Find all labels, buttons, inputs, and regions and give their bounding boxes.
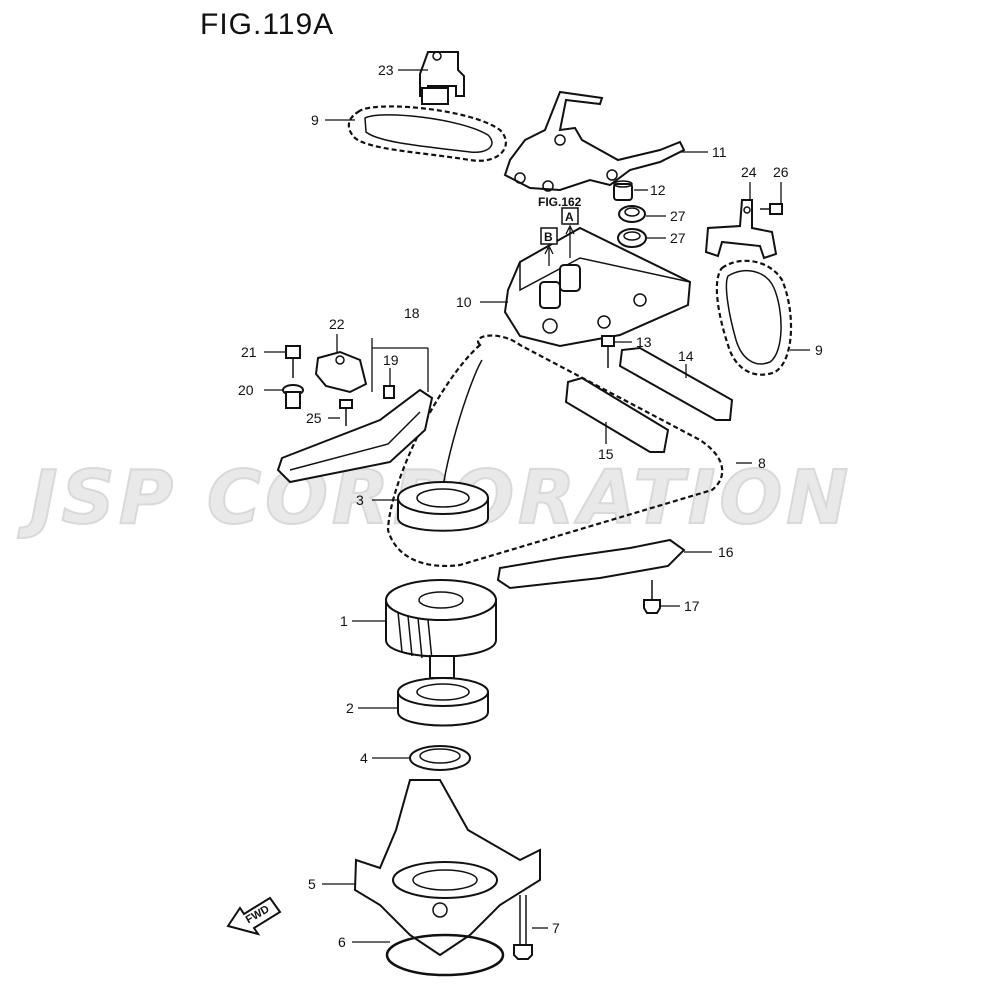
callout-19: 19 bbox=[383, 352, 399, 368]
callout-25: 25 bbox=[306, 410, 322, 426]
part-19-shape bbox=[383, 385, 395, 399]
part-26-shape bbox=[760, 203, 783, 215]
part-3-shape bbox=[397, 481, 489, 532]
callout-9-right: 9 bbox=[815, 342, 823, 358]
callout-8: 8 bbox=[758, 455, 766, 471]
callout-13: 13 bbox=[636, 334, 652, 350]
callout-3: 3 bbox=[356, 492, 364, 508]
callout-26: 26 bbox=[773, 164, 789, 180]
part-23-shape bbox=[419, 51, 465, 105]
callout-15: 15 bbox=[598, 446, 614, 462]
callout-16: 16 bbox=[718, 544, 734, 560]
part-24-shape bbox=[704, 199, 778, 260]
svg-text:A: A bbox=[565, 210, 574, 224]
callout-1: 1 bbox=[340, 613, 348, 629]
callout-18: 18 bbox=[404, 305, 420, 321]
part-14-shape bbox=[618, 346, 734, 421]
callout-6: 6 bbox=[338, 934, 346, 950]
part-12-shape bbox=[613, 180, 633, 201]
part-9-right-shape bbox=[715, 259, 793, 376]
part-10-shape bbox=[503, 226, 692, 348]
fig-ref-label: FIG.162 bbox=[538, 195, 582, 209]
part-27-shapes bbox=[617, 205, 647, 248]
callout-14: 14 bbox=[678, 348, 694, 364]
part-7-shape bbox=[513, 895, 533, 960]
ref-box-a: A bbox=[561, 207, 579, 258]
leader-lines bbox=[264, 69, 810, 943]
callout-27-a: 27 bbox=[670, 208, 686, 224]
svg-text:B: B bbox=[544, 230, 553, 244]
part-20-shape bbox=[282, 384, 304, 409]
part-4-shape bbox=[409, 745, 471, 771]
part-1-shape bbox=[385, 579, 497, 679]
fwd-arrow-icon: FWD bbox=[226, 896, 282, 936]
part-6-shape bbox=[385, 933, 505, 977]
callout-11: 11 bbox=[712, 144, 727, 160]
callout-4: 4 bbox=[360, 750, 368, 766]
part-25-shape bbox=[339, 399, 353, 426]
part-5-shape bbox=[353, 779, 541, 957]
figure-title: FIG.119A bbox=[200, 8, 335, 41]
part-18-shape bbox=[276, 388, 434, 484]
callout-21: 21 bbox=[241, 344, 257, 360]
part-17-shape bbox=[643, 580, 661, 614]
callout-20: 20 bbox=[238, 382, 254, 398]
callout-22: 22 bbox=[329, 316, 345, 332]
part-13-shape bbox=[601, 335, 615, 368]
callout-2: 2 bbox=[346, 700, 354, 716]
part-22-shape bbox=[314, 350, 368, 394]
callout-17: 17 bbox=[684, 598, 700, 614]
callout-27-b: 27 bbox=[670, 230, 686, 246]
callout-12: 12 bbox=[650, 182, 666, 198]
callout-24: 24 bbox=[741, 164, 757, 180]
ref-box-b: B bbox=[540, 227, 558, 266]
callout-23: 23 bbox=[378, 62, 394, 78]
callout-labels: 23 9 11 12 27 27 24 26 9 10 13 14 15 8 1… bbox=[238, 62, 823, 950]
part-16-shape bbox=[496, 538, 686, 590]
callout-10: 10 bbox=[456, 294, 472, 310]
callout-7: 7 bbox=[552, 920, 560, 936]
part-9-top-shape bbox=[347, 105, 507, 162]
part-21-shape bbox=[285, 345, 301, 378]
callout-9-top: 9 bbox=[311, 112, 319, 128]
part-2-shape bbox=[397, 677, 489, 727]
callout-5: 5 bbox=[308, 876, 316, 892]
part-11-shape bbox=[503, 90, 686, 192]
